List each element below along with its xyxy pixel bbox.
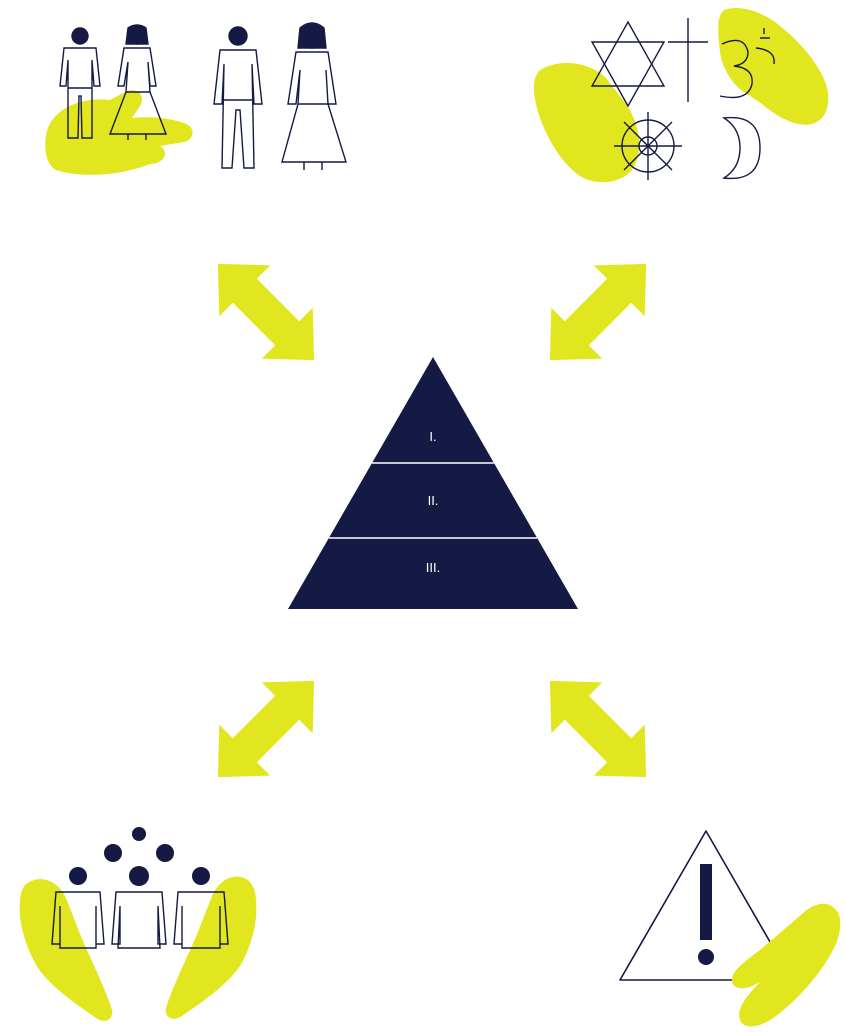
hand-shape <box>533 63 640 183</box>
double-arrow-icon <box>192 655 340 803</box>
pyramid-level-1-label: I. <box>429 429 436 444</box>
hands-holding-community-icon <box>19 827 257 1021</box>
double-arrow-icon <box>524 655 672 803</box>
hand-shape <box>45 90 193 175</box>
hand-holding-warning-sign-icon <box>619 830 841 1027</box>
pyramid: I. II. III. <box>288 357 578 609</box>
pyramid-level-3-label: III. <box>426 560 440 575</box>
pyramid-shape <box>288 357 578 609</box>
hand-shape <box>19 879 113 1021</box>
warning-exclamation-dot <box>698 949 714 965</box>
hand-holding-family-icon <box>45 22 347 175</box>
double-arrow-icon <box>192 238 340 386</box>
hand-shape <box>718 7 829 125</box>
double-arrow-icon <box>524 238 672 386</box>
pyramid-level-2-label: II. <box>428 493 439 508</box>
warning-exclamation-bar <box>700 864 712 940</box>
hand-shape <box>731 903 841 1027</box>
hands-holding-religious-symbols-icon <box>533 7 829 183</box>
warning-triangle <box>619 830 793 981</box>
